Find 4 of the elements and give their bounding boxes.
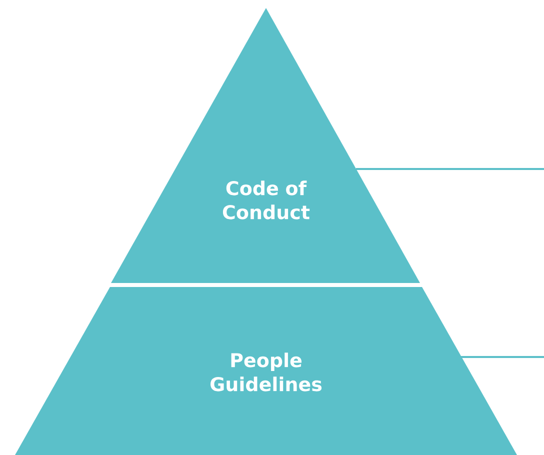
pyramid-band: People Guidelines — [15, 287, 517, 455]
leader-line — [356, 168, 544, 170]
leader-line — [461, 356, 544, 358]
pyramid-band: Code of Conduct — [111, 8, 420, 283]
